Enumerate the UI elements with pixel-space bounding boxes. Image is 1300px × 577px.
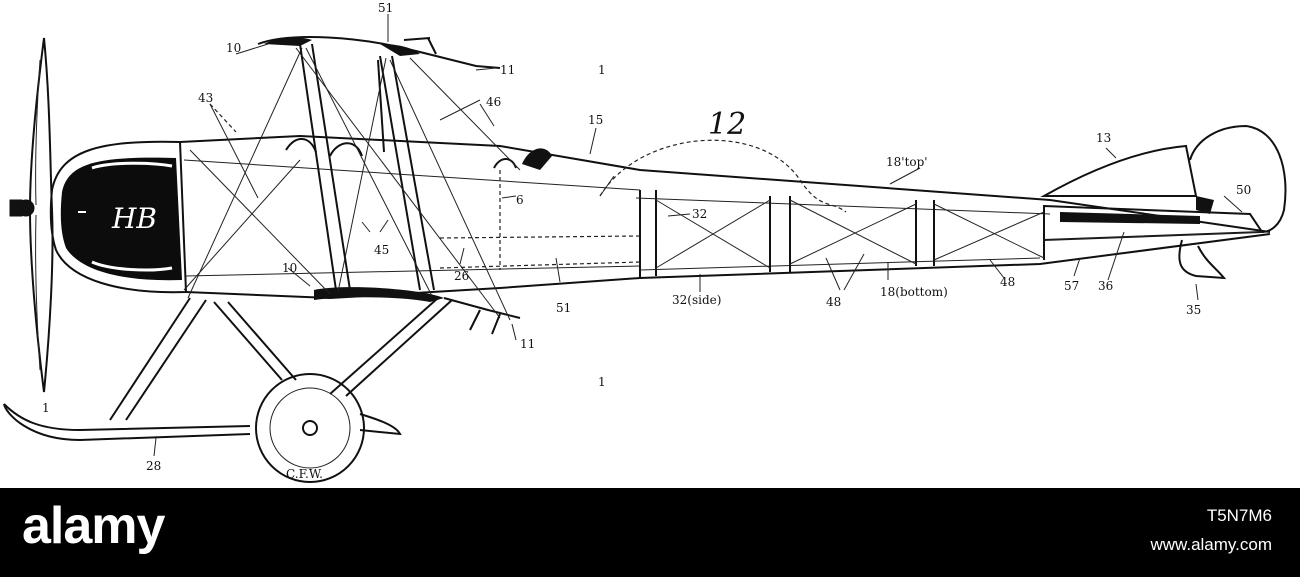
label-6: 6 (516, 193, 524, 207)
leader-lines (153, 14, 1243, 457)
label-1-left: 1 (42, 401, 50, 415)
image-id: T5N7M6 (1206, 506, 1272, 525)
label-48-a: 48 (826, 295, 841, 309)
label-43: 43 (198, 91, 213, 105)
label-46: 46 (486, 95, 501, 109)
label-18-top: 18'top' (886, 155, 928, 169)
struts (183, 43, 521, 321)
label-15: 15 (588, 113, 603, 127)
site-url: www.alamy.com (1150, 535, 1272, 554)
group-12-bracket (599, 139, 847, 213)
fuselage (179, 134, 1271, 300)
label-18-bottom: 18(bottom) (880, 285, 948, 299)
label-10-bottom: 10 (282, 261, 297, 275)
label-45: 45 (374, 243, 389, 257)
label-1-mid: 1 (598, 375, 606, 389)
upper-wing (257, 36, 501, 69)
label-10-top: 10 (226, 41, 241, 55)
label-11-bottom: 11 (520, 337, 535, 351)
label-48-b: 48 (1000, 275, 1015, 289)
lower-wing (314, 287, 521, 335)
engine-cowling: HB (49, 140, 188, 294)
label-28: 28 (146, 459, 161, 473)
watermark-footer: alamy T5N7M6 www.alamy.com (0, 488, 1300, 577)
undercarriage (3, 297, 453, 483)
label-35: 35 (1186, 303, 1201, 317)
label-32: 32 (692, 207, 707, 221)
alamy-logo: alamy (22, 497, 165, 555)
propeller (9, 37, 54, 393)
aircraft-diagram: HB (3, 1, 1287, 483)
label-1-top: 1 (598, 63, 606, 77)
label-50: 50 (1236, 183, 1251, 197)
label-51-bottom: 51 (556, 301, 571, 315)
label-57: 57 (1064, 279, 1079, 293)
label-32-side: 32(side) (672, 293, 721, 307)
label-26: 26 (454, 269, 469, 283)
label-12: 12 (708, 107, 746, 142)
cockpit (285, 138, 552, 170)
signature: C.F.W. (286, 467, 323, 481)
label-51-top: 51 (378, 1, 393, 15)
label-13: 13 (1096, 131, 1111, 145)
monogram: HB (111, 202, 157, 235)
label-11-top: 11 (500, 63, 515, 77)
tail (1040, 124, 1287, 280)
label-36: 36 (1098, 279, 1113, 293)
